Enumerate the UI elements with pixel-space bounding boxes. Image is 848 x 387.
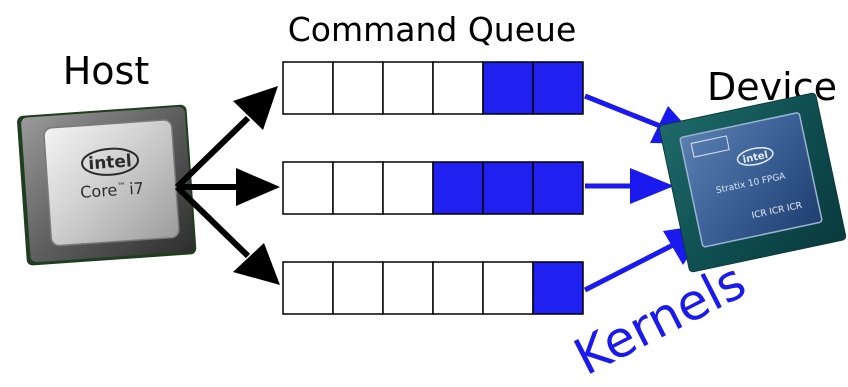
blue-arrow-head-2 [630,168,674,204]
device-chip-die [679,112,823,248]
device-chip-brand: intel [742,150,769,166]
blue-arrow-1 [584,93,666,131]
arrow-to-queue-1 [174,115,251,190]
blue-arrow-3 [583,241,677,293]
arrow-to-queue-3 [174,184,251,259]
device-intel-logo-icon [736,146,774,166]
intel-logo-icon [81,147,139,176]
host-arrows [174,86,280,285]
queue-cell-empty [382,161,434,215]
host-chip-brand: intel [88,151,133,174]
queue-cell-filled [482,161,534,215]
queue-cell-empty [282,261,334,315]
queue-cell-empty [382,61,434,115]
queue-cell-empty [332,61,384,115]
queue-cell-empty [482,261,534,315]
queue-cell-filled [532,61,584,115]
command-queue-1 [282,61,584,115]
host-label: Host [63,49,150,93]
command-queue-label: Command Queue [288,10,577,49]
host-chip-lid [43,119,180,247]
command-queue-3 [282,261,584,315]
arrow-head-3 [233,243,280,285]
arrow-head-2 [236,168,280,206]
queue-cell-empty [282,61,334,115]
device-fpga-chip: intel Stratix 10 FPGA ICR ICR ICR [658,92,847,273]
queue-cell-empty [432,261,484,315]
command-queue-2 [282,161,584,215]
queue-cell-filled [482,61,534,115]
command-queues [282,61,584,315]
queue-cell-empty [382,261,434,315]
queue-cell-filled [432,161,484,215]
queue-cell-filled [532,261,584,315]
queue-cell-empty [432,61,484,115]
device-chip-marking [690,135,730,158]
queue-cell-empty [332,261,384,315]
queue-cell-empty [332,161,384,215]
queue-cell-empty [282,161,334,215]
kernels-label: Kernels [565,252,755,387]
arrow-head-1 [233,86,278,130]
queue-cell-filled [532,161,584,215]
